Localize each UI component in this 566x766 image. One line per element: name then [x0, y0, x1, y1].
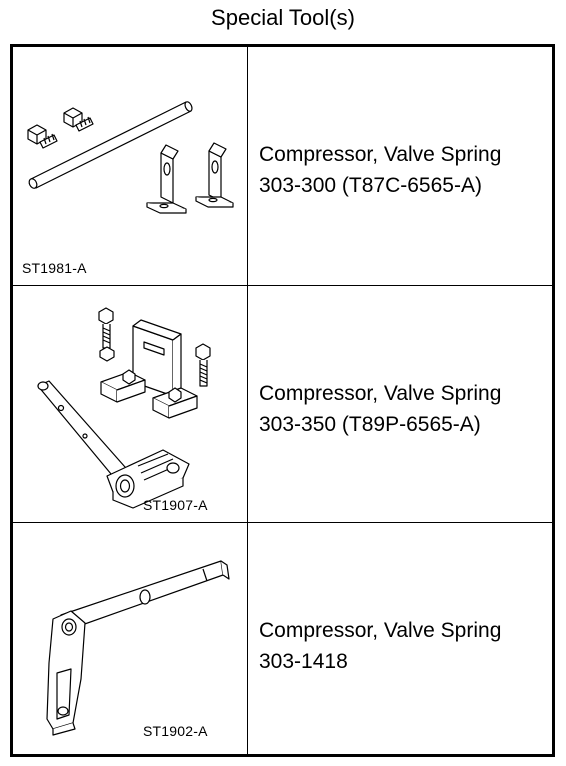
tool-row: ST1907-A Compressor, Valve Spring 303-35…	[13, 285, 552, 522]
page-title: Special Tool(s)	[211, 5, 355, 30]
tool-part-number: 303-1418	[259, 650, 348, 673]
tool-name: Compressor, Valve Spring	[259, 143, 502, 166]
tool-illustration-cell: ST1981-A	[13, 47, 248, 285]
tool-row: ST1981-A Compressor, Valve Spring 303-30…	[13, 47, 552, 285]
tool-name: Compressor, Valve Spring	[259, 382, 502, 405]
valve-spring-compressor-lever-brackets-icon	[37, 307, 211, 509]
tool-description: Compressor, Valve Spring 303-1418	[259, 615, 501, 677]
illustration-code: ST1907-A	[143, 497, 208, 513]
tool-illustration-cell: ST1902-A	[13, 523, 248, 754]
special-tools-table: ST1981-A Compressor, Valve Spring 303-30…	[10, 44, 555, 757]
tool-part-number: 303-350 (T89P-6565-A)	[259, 413, 481, 436]
tool-name: Compressor, Valve Spring	[259, 619, 502, 642]
tool-description: Compressor, Valve Spring 303-350 (T89P-6…	[259, 378, 501, 440]
tool-row: ST1902-A Compressor, Valve Spring 303-14…	[13, 522, 552, 754]
illustration-code: ST1981-A	[22, 260, 87, 276]
illustration-code: ST1902-A	[143, 723, 208, 739]
valve-spring-compressor-rod-brackets-icon	[27, 101, 234, 214]
tool-illustration-cell: ST1907-A	[13, 286, 248, 522]
tool-description: Compressor, Valve Spring 303-300 (T87C-6…	[259, 139, 501, 201]
valve-spring-compressor-lever-icon	[46, 560, 230, 736]
tool-part-number: 303-300 (T87C-6565-A)	[259, 174, 482, 197]
